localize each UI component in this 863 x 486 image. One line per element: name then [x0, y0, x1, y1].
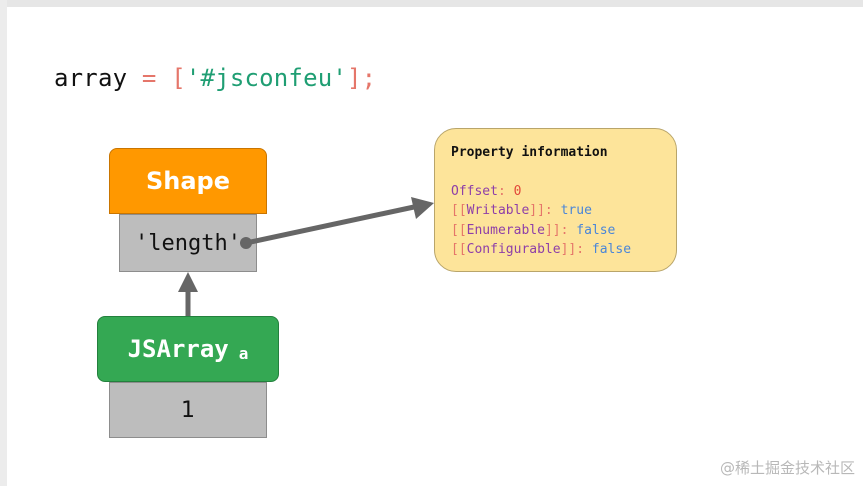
bracket-close: ]]:	[544, 222, 577, 238]
code-string: '#jsconfeu'	[185, 64, 348, 92]
jsarray-value: 1	[181, 397, 195, 423]
jsarray-to-shape-arrowhead	[178, 272, 198, 292]
writable-label: Writable	[466, 203, 530, 218]
jsarray-value-cell: 1	[109, 382, 267, 438]
shape-property-cell: 'length'	[119, 214, 257, 272]
property-configurable-row: [[Configurable]]: false	[451, 240, 676, 260]
code-open-bracket: [	[171, 64, 186, 92]
bracket-open: [[	[451, 242, 467, 257]
configurable-label: Configurable	[466, 242, 561, 257]
writable-value: true	[560, 203, 592, 218]
property-writable-row: [[Writable]]: true	[451, 201, 676, 221]
watermark: @稀土掘金技术社区	[719, 459, 855, 477]
jsarray-variable: a	[238, 343, 249, 363]
bracket-close: ]]:	[560, 242, 592, 257]
enumerable-value: false	[576, 222, 616, 238]
shape-property-key: 'length'	[135, 230, 241, 256]
bracket-open: [[	[451, 222, 467, 238]
bracket-open: [[	[451, 203, 467, 218]
length-to-property-arrowhead	[411, 197, 434, 219]
configurable-value: false	[591, 242, 632, 257]
code-close-bracket: ];	[347, 64, 377, 92]
bracket-close: ]]:	[529, 203, 561, 218]
top-border	[0, 0, 863, 7]
code-statement: array = ['#jsconfeu'];	[54, 64, 376, 92]
code-variable: array	[54, 64, 128, 92]
offset-label: Offset	[451, 183, 498, 199]
jsarray-title: JSArray	[127, 335, 229, 363]
shape-title: Shape	[145, 167, 231, 195]
length-to-property-line	[245, 204, 415, 246]
offset-colon: :	[497, 183, 514, 199]
property-offset-row: Offset: 0	[451, 182, 676, 202]
offset-value: 0	[513, 183, 522, 199]
property-title: Property information	[451, 145, 608, 160]
left-border	[0, 0, 7, 486]
jsarray-header: JSArray a	[97, 316, 279, 382]
enumerable-label: Enumerable	[466, 222, 545, 238]
property-information-box: Property information Offset: 0 [[Writabl…	[434, 128, 677, 272]
shape-header: Shape	[109, 148, 267, 214]
property-enumerable-row: [[Enumerable]]: false	[451, 221, 676, 241]
code-operator: =	[141, 64, 157, 92]
